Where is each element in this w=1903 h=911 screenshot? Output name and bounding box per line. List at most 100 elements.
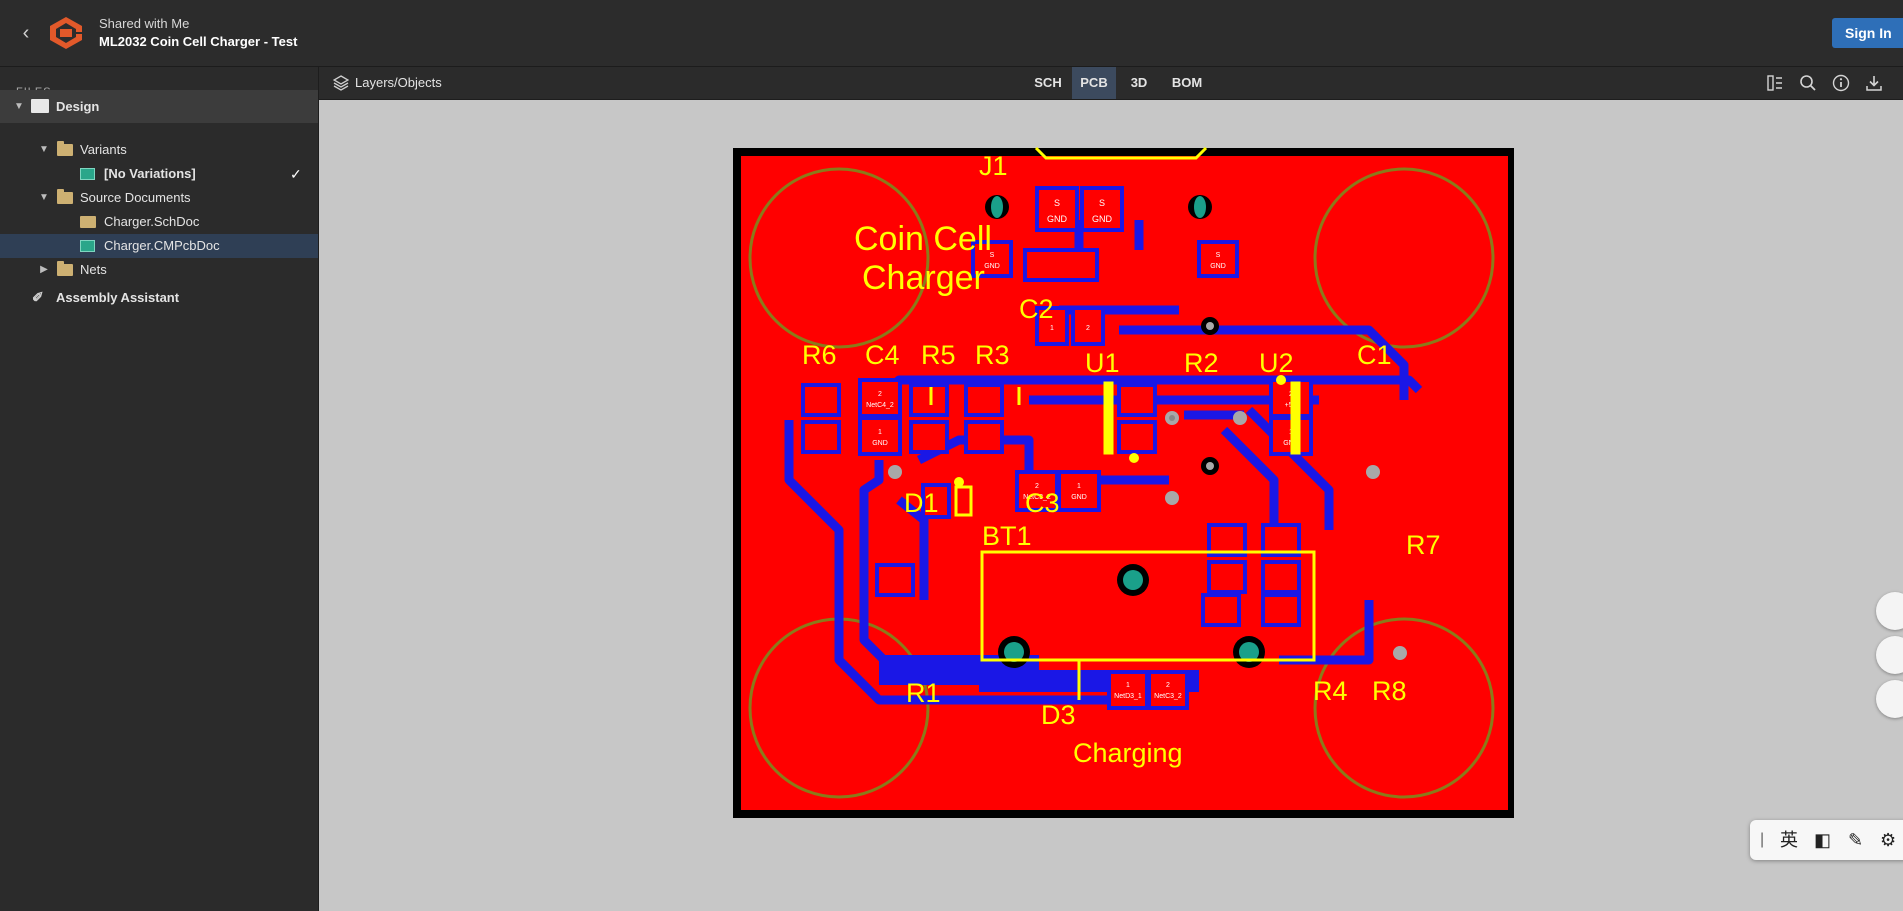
- designator-c2: C2: [1019, 294, 1054, 324]
- pcb-board-view[interactable]: S GND S GND S GND S GND 2 NetC4_2 1 GND …: [319, 100, 1903, 911]
- pad-label-text: GND: [1071, 494, 1087, 501]
- designator-r8: R8: [1372, 676, 1407, 706]
- tree-item-variants[interactable]: ▼ Variants: [0, 138, 318, 162]
- pcb-file-icon: [80, 240, 95, 252]
- folder-icon: [57, 189, 73, 204]
- pad-label-text: 2: [1035, 483, 1039, 490]
- designator-r7: R7: [1406, 530, 1441, 560]
- layers-objects-label: Layers/Objects: [355, 75, 442, 90]
- drag-handle-icon[interactable]: |: [1760, 831, 1765, 848]
- tree-item-design[interactable]: ▼ Design: [0, 90, 318, 123]
- pad-label-text: 1: [1050, 325, 1054, 332]
- designator-r6: R6: [802, 340, 837, 370]
- designator-r1: R1: [906, 678, 941, 708]
- tree-item-charger-schdoc[interactable]: Charger.SchDoc: [0, 210, 318, 234]
- tree-item-label: Variants: [80, 142, 127, 157]
- ime-toolbar: | 英 ◧ ✎ ⚙: [1750, 820, 1903, 860]
- chevron-down-icon[interactable]: ▼: [39, 192, 49, 203]
- tab-sch[interactable]: SCH: [1034, 75, 1062, 90]
- pad-labels: S GND S GND S GND S GND 2 NetC4_2 1 GND …: [866, 198, 1299, 700]
- vias: [888, 195, 1407, 668]
- pad-label-text: 1: [1077, 483, 1081, 490]
- designator-bt1: BT1: [982, 521, 1032, 551]
- tree-item-label: Assembly Assistant: [56, 290, 180, 305]
- tree-item-nets[interactable]: ▶ Nets: [0, 258, 318, 282]
- chevron-right-icon[interactable]: ▶: [40, 264, 48, 275]
- files-sidebar: FILES ▼ Design ▼ Variants [No Variations…: [0, 67, 319, 911]
- tree-item-label: Design: [56, 99, 100, 114]
- designator-c1: C1: [1357, 340, 1392, 370]
- half-width-icon[interactable]: ◧: [1814, 830, 1832, 850]
- designator-j1: J1: [979, 151, 1008, 181]
- pad-label-text: NetC3_2: [1154, 693, 1182, 700]
- pad-label-text: GND: [1210, 263, 1226, 270]
- designator-c3: C3: [1025, 488, 1060, 518]
- tab-3d[interactable]: 3D: [1130, 75, 1148, 90]
- search-icon[interactable]: [1799, 74, 1817, 92]
- check-icon: ✓: [290, 166, 302, 182]
- pcb-canvas[interactable]: S GND S GND S GND S GND 2 NetC4_2 1 GND …: [319, 100, 1903, 911]
- pad-label-text: GND: [984, 263, 1000, 270]
- viewer-toolbar: Layers/Objects SCH PCB 3D BOM: [319, 67, 1903, 100]
- floating-tool-button[interactable]: [1876, 636, 1903, 674]
- variant-icon: [80, 168, 95, 180]
- tree-item-source-documents[interactable]: ▼ Source Documents: [0, 186, 318, 210]
- pad-label-text: NetD3_1: [1114, 693, 1142, 700]
- chevron-down-icon[interactable]: ▼: [39, 144, 49, 155]
- pad-label-text: GND: [1047, 214, 1068, 224]
- designator-d3: D3: [1041, 700, 1076, 730]
- tree-item-assembly-assistant[interactable]: ✐ Assembly Assistant: [0, 286, 318, 310]
- info-icon[interactable]: [1832, 74, 1850, 92]
- designator-u2: U2: [1259, 348, 1294, 378]
- ime-pen-icon[interactable]: ✎: [1848, 830, 1864, 850]
- altium-logo-icon: [50, 17, 82, 49]
- pad-label-text: 2: [1086, 325, 1090, 332]
- pad-label-text: S: [1216, 252, 1221, 259]
- breadcrumb[interactable]: Shared with Me: [99, 16, 190, 31]
- chevron-down-icon[interactable]: ▼: [14, 101, 24, 112]
- designator-r4: R4: [1313, 676, 1348, 706]
- pad-label-text: GND: [872, 440, 888, 447]
- board-title-line1: Coin Cell: [854, 220, 992, 258]
- tree-item-charger-pcbdoc[interactable]: Charger.CMPcbDoc: [0, 234, 318, 258]
- pad-label-text: 1: [1126, 682, 1130, 689]
- folder-icon: [57, 261, 73, 276]
- charging-label: Charging: [1073, 738, 1183, 768]
- measure-icon[interactable]: [1766, 74, 1784, 92]
- ime-language-toggle[interactable]: 英: [1780, 830, 1798, 850]
- designators: Coin Cell Charger J1 C2 R6 C4 R5 R3 U1 R…: [802, 151, 1441, 768]
- pad-label-text: 2: [878, 391, 882, 398]
- tree-item-no-variations[interactable]: [No Variations] ✓: [0, 162, 318, 186]
- download-icon[interactable]: [1865, 74, 1883, 92]
- pad-label-text: S: [1099, 198, 1105, 208]
- tab-bom[interactable]: BOM: [1171, 75, 1203, 90]
- pad-label-text: NetC4_2: [866, 402, 894, 409]
- back-arrow-icon[interactable]: ‹: [22, 22, 30, 44]
- sign-in-button[interactable]: Sign In: [1832, 18, 1903, 48]
- floating-translate-button[interactable]: [1876, 592, 1903, 630]
- folder-icon: [31, 99, 49, 113]
- floating-close-button[interactable]: [1876, 680, 1903, 718]
- folder-icon: [57, 141, 73, 156]
- pad-label-text: 2: [1166, 682, 1170, 689]
- tab-pcb[interactable]: PCB: [1072, 67, 1116, 99]
- tree-item-label: Charger.CMPcbDoc: [104, 238, 220, 253]
- designator-r3: R3: [975, 340, 1010, 370]
- layers-icon: [333, 75, 349, 91]
- ime-settings-icon[interactable]: ⚙: [1880, 830, 1897, 850]
- tree-item-label: Source Documents: [80, 190, 191, 205]
- designator-u1: U1: [1085, 348, 1120, 378]
- layers-objects-button[interactable]: Layers/Objects: [333, 67, 442, 99]
- brush-icon: ✐: [32, 289, 44, 305]
- pad-label-text: S: [990, 252, 995, 259]
- schematic-file-icon: [80, 216, 96, 228]
- pads: [801, 186, 1313, 710]
- silkscreen-dots: [954, 375, 1286, 487]
- pad-label-text: GND: [1092, 214, 1113, 224]
- project-title: ML2032 Coin Cell Charger - Test: [99, 34, 298, 49]
- designator-r5: R5: [921, 340, 956, 370]
- designator-c4: C4: [865, 340, 900, 370]
- tree-item-label: [No Variations]: [104, 166, 196, 181]
- silkscreen: [929, 146, 1316, 700]
- pad-label-text: NetC3_2: [1023, 494, 1051, 501]
